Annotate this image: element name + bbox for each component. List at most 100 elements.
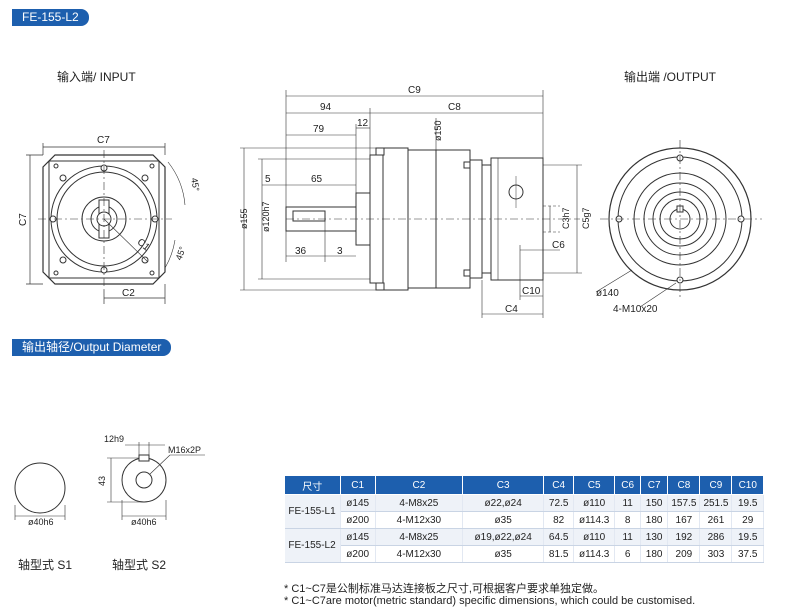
header-c10: C10	[731, 475, 764, 495]
table-cell: 11	[614, 528, 641, 546]
dim-65: 65	[311, 174, 323, 185]
note-chinese: * C1~C7是公制标准马达连接板之尺寸,可根据客户要求单独定做。	[284, 583, 604, 595]
table-row: FE-155-L2 ø145 4-M8x25 ø19,ø22,ø24 64.5 …	[284, 528, 764, 563]
table-cell: 180	[640, 545, 669, 563]
dim-155: ø155	[239, 208, 249, 229]
dim-c2: C2	[122, 288, 135, 299]
table-row: ø200 4-M12x30 ø35 82 ø114.3 8 180 167 26…	[285, 511, 764, 529]
output-label: 输出端 /OUTPUT	[624, 70, 716, 84]
header-c8: C8	[667, 475, 701, 495]
table-cell: 19.5	[731, 528, 764, 546]
dim-c10: C10	[522, 286, 541, 297]
table-cell: ø35	[462, 545, 545, 563]
header-c2: C2	[374, 475, 463, 495]
side-view	[240, 90, 582, 318]
table-cell: 251.5	[699, 494, 733, 512]
dim-45-a: 45°	[189, 177, 201, 193]
dim-c3: C3h7	[561, 207, 571, 229]
dim-140: ø140	[596, 288, 619, 299]
s2-label: 轴型式 S2	[112, 558, 167, 572]
table-cell: 8	[614, 511, 641, 529]
table-cell: ø145	[340, 494, 376, 512]
table-cell: ø19,ø22,ø24	[462, 528, 545, 546]
header-c3: C3	[461, 475, 545, 495]
table-cell: 261	[699, 511, 733, 529]
table-cell: 19.5	[731, 494, 764, 512]
table-cell: 4-M12x30	[375, 545, 463, 563]
table-cell: 130	[640, 528, 669, 546]
table-cell: 192	[667, 528, 701, 546]
table-cell: 72.5	[543, 494, 574, 512]
input-label: 输入端/ INPUT	[57, 70, 136, 84]
dim-c5: C5g7	[581, 207, 591, 229]
table-cell: 11	[614, 494, 641, 512]
table-cell: ø110	[573, 494, 616, 512]
header-c4: C4	[543, 475, 574, 495]
dim-s2-diameter: ø40h6	[131, 517, 157, 527]
table-cell: 150	[640, 494, 669, 512]
dim-s1-diameter: ø40h6	[28, 517, 54, 527]
table-cell: 286	[699, 528, 733, 546]
dim-150: ø150	[433, 120, 443, 141]
table-cell: 4-M12x30	[375, 511, 463, 529]
dim-c7-left: C7	[18, 213, 29, 226]
dim-c6: C6	[552, 240, 565, 251]
dim-c9: C9	[408, 85, 421, 96]
dim-c8: C8	[448, 102, 461, 113]
header-c7: C7	[639, 475, 669, 495]
output-view	[595, 140, 762, 308]
table-cell: ø145	[340, 528, 376, 546]
dim-94: 94	[320, 102, 332, 113]
table-cell: ø114.3	[573, 511, 616, 529]
dim-45-b: 45°	[174, 245, 188, 262]
table-cell: ø200	[340, 511, 376, 529]
table-cell: ø114.3	[573, 545, 616, 563]
note-english: * C1~C7are motor(metric standard) specif…	[284, 595, 696, 607]
dim-s2-thread: M16x2P	[168, 445, 201, 455]
table-cell: 209	[667, 545, 701, 563]
input-flange-view	[26, 143, 186, 304]
shaft-s1	[14, 462, 66, 520]
spec-table: 尺寸 C1 C2 C3 C4 C5 C6 C7 C8 C9 C10 FE-155…	[284, 475, 764, 563]
table-cell: 82	[543, 511, 574, 529]
header-size: 尺寸	[284, 475, 341, 495]
table-cell: 180	[640, 511, 669, 529]
table-cell: 81.5	[543, 545, 574, 563]
table-cell: 64.5	[543, 528, 574, 546]
dim-3: 3	[337, 246, 343, 257]
dim-36: 36	[295, 246, 307, 257]
header-c9: C9	[699, 475, 733, 495]
dim-m10: 4-M10x20	[613, 304, 658, 315]
table-cell: ø35	[462, 511, 545, 529]
header-c1: C1	[339, 475, 376, 495]
dim-s2-key: 12h9	[104, 434, 124, 444]
dim-s2-height: 43	[97, 476, 107, 486]
table-cell: 303	[699, 545, 733, 563]
table-cell: ø200	[340, 545, 376, 563]
table-cell: 4-M8x25	[375, 528, 463, 546]
header-c6: C6	[614, 475, 641, 495]
header-c5: C5	[572, 475, 616, 495]
table-cell: ø110	[573, 528, 616, 546]
table-cell: 167	[667, 511, 701, 529]
s1-label: 轴型式 S1	[18, 558, 73, 572]
shaft-s2	[107, 442, 205, 520]
table-cell: 37.5	[731, 545, 764, 563]
dim-c7-top: C7	[97, 135, 110, 146]
table-cell: 6	[614, 545, 641, 563]
dim-12: 12	[357, 118, 369, 129]
table-cell: 157.5	[667, 494, 701, 512]
model-cell: FE-155-L1	[284, 494, 341, 529]
section-tag-output-diameter: 输出轴径/Output Diameter	[12, 339, 172, 356]
dim-5: 5	[265, 174, 271, 185]
table-row: FE-155-L1 ø145 4-M8x25 ø22,ø24 72.5 ø110…	[284, 494, 764, 529]
model-cell: FE-155-L2	[284, 528, 341, 563]
table-row: ø200 4-M12x30 ø35 81.5 ø114.3 6 180 209 …	[285, 545, 764, 563]
table-cell: 29	[731, 511, 764, 529]
dim-c4: C4	[505, 304, 518, 315]
model-tag: FE-155-L2	[12, 9, 89, 26]
table-cell: 4-M8x25	[375, 494, 463, 512]
table-cell: ø22,ø24	[462, 494, 545, 512]
dim-79: 79	[313, 124, 325, 135]
